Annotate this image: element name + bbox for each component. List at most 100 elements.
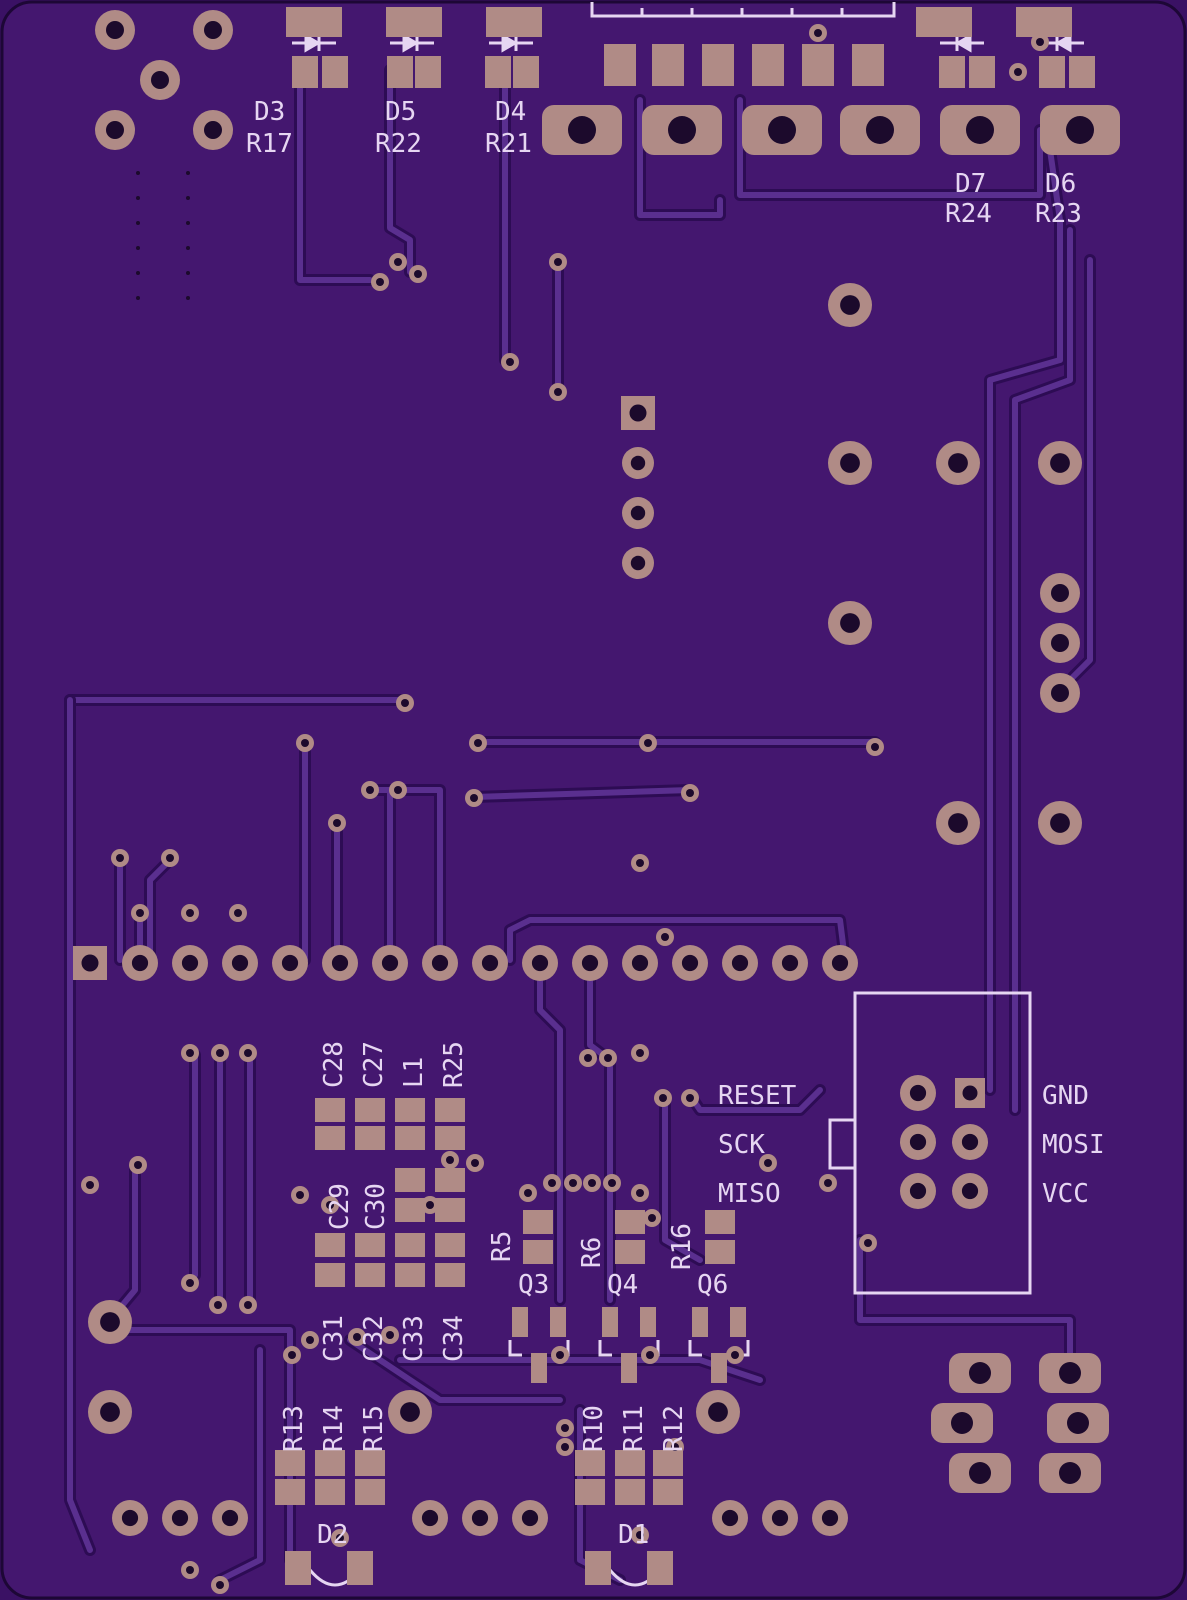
trace [987,147,1063,1093]
label-c27: C27 [359,1041,389,1088]
square-pad-drill [629,404,647,422]
screw-terminal-drill [568,116,596,144]
smd-pad [513,56,539,88]
label-q6: Q6 [697,1270,728,1300]
smd-pad [355,1098,385,1122]
through-hole-drill [1051,634,1069,652]
diode-symbol-d3 [292,33,336,53]
via-hole [554,388,562,396]
oval-pad-drill [1067,1412,1089,1434]
via-hole [554,258,562,266]
smd-pad [523,1210,553,1234]
via-hole [604,1054,612,1062]
smd-pad [395,1098,425,1122]
via-hole [648,1214,656,1222]
via-hole [353,1333,361,1341]
smd-pad [692,1307,708,1337]
via-hole [376,278,384,286]
smd-pad [435,1126,465,1150]
mounting-dot [186,296,190,300]
via-hole [1036,38,1044,46]
label-q4: Q4 [607,1270,638,1300]
label-d7: D7 [955,169,986,199]
via-hole [186,1566,194,1574]
through-hole-drill [630,455,646,471]
label-d3: D3 [254,97,285,127]
smd-pad [585,1551,611,1585]
through-hole-drill [771,1509,789,1527]
smd-pad [395,1233,425,1257]
screw-terminal-drill [668,116,696,144]
label-r14: R14 [319,1405,349,1452]
trace [297,67,373,283]
via-hole [366,786,374,794]
smd-pad [730,1307,746,1337]
via-hole [588,1179,596,1187]
through-hole-drill [781,954,799,972]
smd-pad [752,44,784,86]
screw-terminal-drill [1066,116,1094,144]
mounting-dot [136,271,140,275]
smd-pad [315,1126,345,1150]
diode-symbol-d5 [390,33,434,53]
mounting-dot [186,246,190,250]
through-hole-drill [381,954,399,972]
mounting-dot [136,171,140,175]
smd-pad [315,1450,345,1476]
label-c34: C34 [439,1315,469,1362]
smd-pad [386,7,414,37]
label-d6: D6 [1045,169,1076,199]
via-hole [871,743,879,751]
smd-pad [514,7,542,37]
smd-pad [435,1198,465,1222]
oval-pad-drill [969,1462,991,1484]
through-hole-drill [531,954,549,972]
smd-pad [615,1210,645,1234]
label-r21: R21 [485,129,532,159]
label-d2: D2 [317,1520,348,1550]
diode-symbol-d7 [940,33,984,53]
through-hole-drill [630,555,646,571]
through-hole-drill [630,505,646,521]
smd-pad [705,1210,735,1234]
smd-pad [435,1168,465,1192]
through-hole-drill [831,954,849,972]
copper-traces [64,64,1096,1586]
smd-pad [1044,7,1072,37]
label-d5: D5 [385,97,416,127]
smd-pad [486,7,514,37]
smd-pad [615,1479,645,1505]
smd-pad [435,1098,465,1122]
smd-pad [939,56,965,88]
label-isp-gnd: GND [1042,1081,1089,1111]
via-hole [306,1336,314,1344]
trace [662,1092,703,1263]
oval-pad-drill [1059,1362,1081,1384]
through-hole-drill [631,954,649,972]
via-hole [569,1179,577,1187]
smd-pad [969,56,995,88]
smd-pad [355,1126,385,1150]
through-hole-drill [909,1084,927,1102]
via-hole [561,1424,569,1432]
smd-pad [531,1353,547,1383]
label-c31: C31 [319,1315,349,1362]
smd-pad [802,44,834,86]
via-hole [686,1094,694,1102]
via-hole [186,1279,194,1287]
through-hole-drill [909,1182,927,1200]
through-hole-drill [1050,453,1070,473]
through-hole-drill [100,1312,120,1332]
through-hole-drill [1050,813,1070,833]
label-isp-reset: RESET [718,1081,797,1111]
silkscreen-labels: D3 R17 D5 R22 D4 R21 D7 R24 D6 R23 RESET… [246,97,1105,1550]
mounting-dot [136,221,140,225]
through-hole-drill [100,1402,120,1422]
smd-pad [640,1307,656,1337]
trace [387,67,413,275]
smd-pad [1016,7,1044,37]
smd-pad [485,56,511,88]
smd-pad [604,44,636,86]
through-hole-drill [106,21,124,39]
via-hole [661,933,669,941]
